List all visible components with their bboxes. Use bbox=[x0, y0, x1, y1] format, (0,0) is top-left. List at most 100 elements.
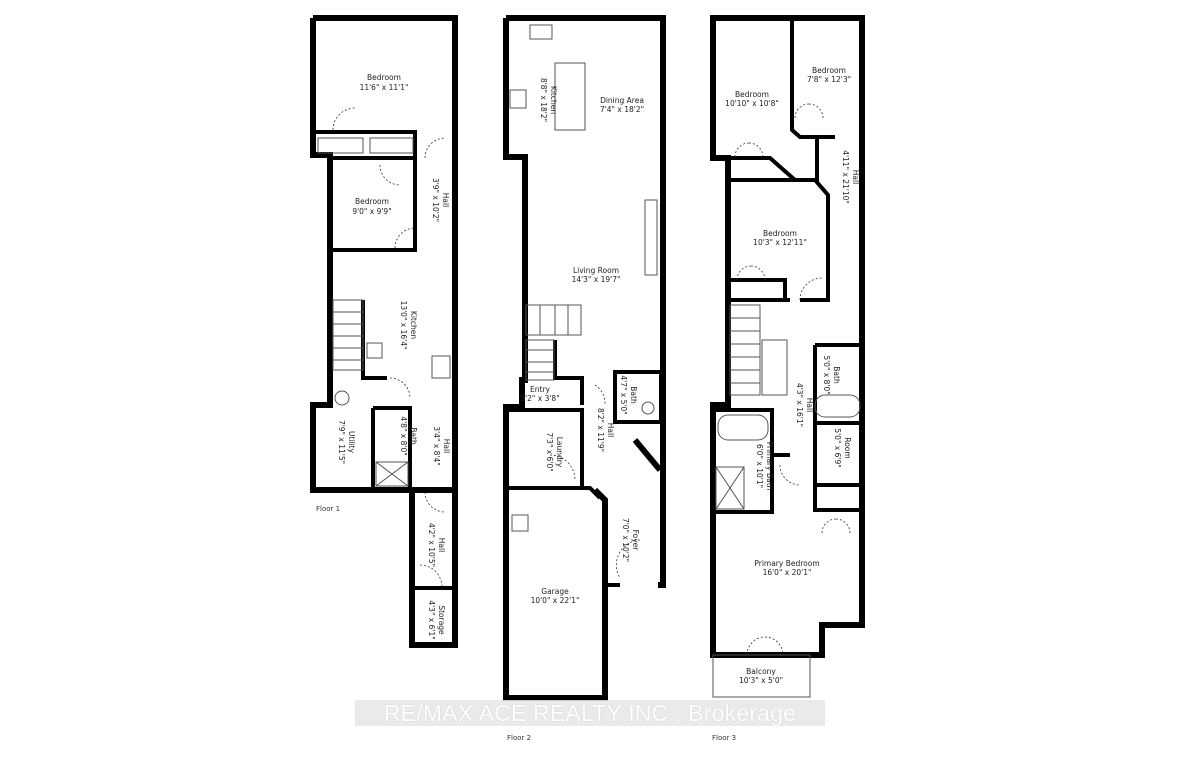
room-dims: 6'0" x 10'1" bbox=[755, 444, 764, 488]
room-name: Hall bbox=[441, 193, 450, 207]
room-name: Laundry bbox=[555, 437, 564, 468]
water-heater-icon bbox=[511, 514, 529, 532]
wall bbox=[603, 500, 620, 587]
room-name: Entry bbox=[530, 385, 551, 394]
door-swing bbox=[594, 384, 606, 406]
room-name: Bedroom bbox=[355, 197, 389, 206]
room-name: Bedroom bbox=[367, 73, 401, 82]
room-name: Hall bbox=[437, 538, 446, 552]
room-dims: 3'9" x 10'2" bbox=[431, 178, 440, 222]
room-dims: 14'3" x 19'7" bbox=[572, 275, 621, 284]
wall bbox=[330, 156, 417, 252]
room-dims: 4'8" x 8'0" bbox=[399, 416, 408, 455]
room-dims: 5'0" x 6'9" bbox=[833, 428, 842, 467]
floor-1-outer-wall-left bbox=[310, 18, 415, 645]
wall bbox=[373, 406, 412, 488]
wall bbox=[361, 300, 387, 380]
fireplace-icon bbox=[644, 199, 658, 276]
room-dims: 16'0" x 20'1" bbox=[763, 568, 812, 577]
room-dims: 5'0" x 8'0" bbox=[822, 355, 831, 394]
room-dims: 7'4" x 18'2" bbox=[600, 105, 644, 114]
door-swing bbox=[746, 636, 784, 656]
wall bbox=[728, 178, 830, 302]
floor-2-outer-wall-left bbox=[503, 18, 608, 701]
sink-icon bbox=[529, 24, 553, 40]
door-swing bbox=[379, 164, 401, 186]
door-swing bbox=[734, 142, 764, 158]
door-swing bbox=[794, 103, 824, 119]
door-swing bbox=[779, 464, 801, 486]
door-swing bbox=[736, 265, 766, 281]
room-name: Bedroom bbox=[735, 90, 769, 99]
room-dims: 7'3" x 6'0" bbox=[545, 432, 554, 471]
bathtub-icon bbox=[717, 414, 769, 441]
room-dims: 7'9" x 11'5" bbox=[337, 420, 346, 464]
floor-label: Floor 1 bbox=[316, 505, 340, 513]
floor-3-plan: Bedroom 10'10" x 10'8" Bedroom 7'8" x 12… bbox=[710, 15, 865, 698]
shower-icon bbox=[375, 461, 409, 487]
wall bbox=[632, 438, 663, 472]
water-heater-icon bbox=[334, 390, 350, 406]
balcony-outline bbox=[712, 654, 811, 698]
door-swing bbox=[821, 518, 851, 534]
stairs bbox=[332, 299, 364, 371]
fridge-icon bbox=[431, 355, 451, 379]
room-name: Primary Bedroom bbox=[754, 559, 819, 568]
room-dims: 11'6" x 11'1" bbox=[360, 83, 409, 92]
room-dims: 9'0" x 9'9" bbox=[352, 207, 391, 216]
room-dims: 4'11" x 21'10" bbox=[841, 150, 850, 204]
door-swing bbox=[549, 454, 576, 481]
wall bbox=[613, 370, 663, 424]
kitchen-island bbox=[554, 62, 586, 131]
toilet-icon bbox=[641, 401, 655, 415]
floor-2-plan: Kitchen 8'8" x 18'2" Dining Area 7'4" x … bbox=[503, 15, 666, 701]
bathtub-icon bbox=[814, 394, 861, 418]
door-swing bbox=[615, 539, 641, 579]
room-dims: 3'4" x 8'4" bbox=[432, 426, 441, 465]
room-dims: 10'10" x 10'8" bbox=[725, 99, 779, 108]
room-name: Hall bbox=[442, 439, 451, 453]
room-dims: 10'3" x 12'11" bbox=[753, 238, 807, 247]
door-swing bbox=[424, 491, 446, 513]
room-dims: 8'2" x 11'9" bbox=[596, 408, 605, 452]
room-name: Hall bbox=[805, 398, 814, 412]
room-name: Primary Bath bbox=[765, 442, 774, 491]
stove-icon bbox=[509, 89, 527, 109]
wall bbox=[790, 18, 835, 139]
watermark: RE/MAX ACE REALTY INC., Brokerage bbox=[355, 700, 825, 726]
room-name: Hall bbox=[606, 423, 615, 437]
room-name: Bedroom bbox=[812, 66, 846, 75]
room-dims: 13'0" x 16'4" bbox=[399, 301, 408, 350]
stove-icon bbox=[366, 342, 383, 359]
wall bbox=[508, 486, 602, 500]
room-name: Balcony bbox=[746, 667, 776, 676]
room-name: Foyer bbox=[631, 530, 640, 552]
room-name: Bath bbox=[832, 366, 841, 384]
stairs bbox=[729, 304, 788, 396]
door-swing bbox=[394, 227, 416, 249]
room-dims: 7'0" x 10'2" bbox=[621, 518, 630, 562]
room-dims: 10'3" x 5'0" bbox=[739, 676, 783, 685]
wall bbox=[508, 408, 584, 490]
room-dims: 3'2" x 3'8" bbox=[520, 394, 559, 403]
floor-2-outer-wall bbox=[506, 15, 666, 588]
room-dims: 8'8" x 18'2" bbox=[539, 78, 548, 122]
room-name: Room bbox=[843, 437, 852, 458]
room-name: Bedroom bbox=[763, 229, 797, 238]
room-dims: 4'3" x 6'1" bbox=[427, 600, 436, 639]
room-dims: 4'2" x 10'5" bbox=[427, 523, 436, 567]
room-name: Hall bbox=[851, 170, 860, 184]
room-name: Bath bbox=[629, 386, 638, 404]
closet bbox=[369, 137, 414, 154]
door-swing bbox=[799, 277, 823, 301]
shower-icon bbox=[715, 466, 745, 510]
room-name: Kitchen bbox=[549, 86, 558, 114]
room-dims: 10'0" x 22'1" bbox=[531, 596, 580, 605]
wall bbox=[728, 278, 787, 300]
room-name: Kitchen bbox=[409, 311, 418, 339]
door-swing bbox=[389, 377, 411, 399]
room-name: Utility bbox=[347, 431, 356, 454]
wall bbox=[313, 130, 417, 158]
wall bbox=[813, 343, 862, 512]
